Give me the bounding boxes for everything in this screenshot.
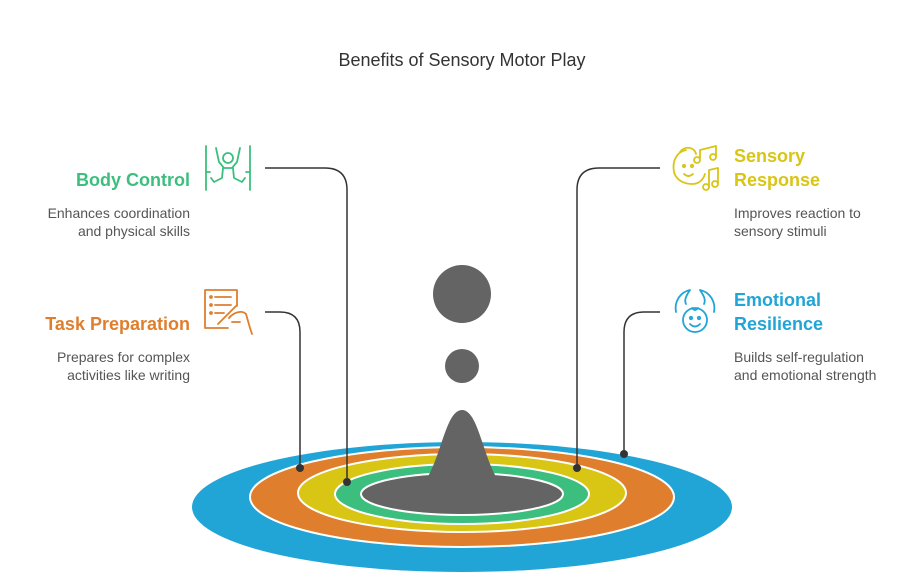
desc-emotional-resilience: Builds self-regulation and emotional str…: [734, 349, 877, 383]
splash-peak: [402, 410, 522, 502]
cared-child-icon: [674, 289, 716, 333]
connector-emotional-resilience: [623, 311, 660, 454]
connector-dot-sensory-response: [573, 464, 581, 472]
desc-task-preparation: Prepares for complex activities like wri…: [56, 349, 190, 383]
writing-hand-icon: [204, 289, 253, 335]
desc-body-control: Enhances coordination and physical skill…: [47, 205, 190, 239]
heading-sensory-response: Sensory Response: [734, 146, 821, 190]
connector-sensory-response: [576, 167, 660, 468]
drop-large: [433, 265, 491, 323]
gymnast-icon: [205, 145, 251, 191]
heading-emotional-resilience: Emotional Resilience: [734, 290, 824, 334]
page-title: Benefits of Sensory Motor Play: [338, 50, 586, 70]
connector-body-control: [265, 167, 348, 482]
heading-task-preparation: Task Preparation: [45, 314, 190, 334]
connector-dot-task-preparation: [296, 464, 304, 472]
connector-dot-emotional-resilience: [620, 450, 628, 458]
drop-small: [445, 349, 479, 383]
connector-task-preparation: [265, 311, 301, 468]
heading-body-control: Body Control: [76, 170, 190, 190]
child-music-icon: [672, 145, 719, 191]
connector-dot-body-control: [343, 478, 351, 486]
desc-sensory-response: Improves reaction to sensory stimuli: [734, 205, 861, 239]
